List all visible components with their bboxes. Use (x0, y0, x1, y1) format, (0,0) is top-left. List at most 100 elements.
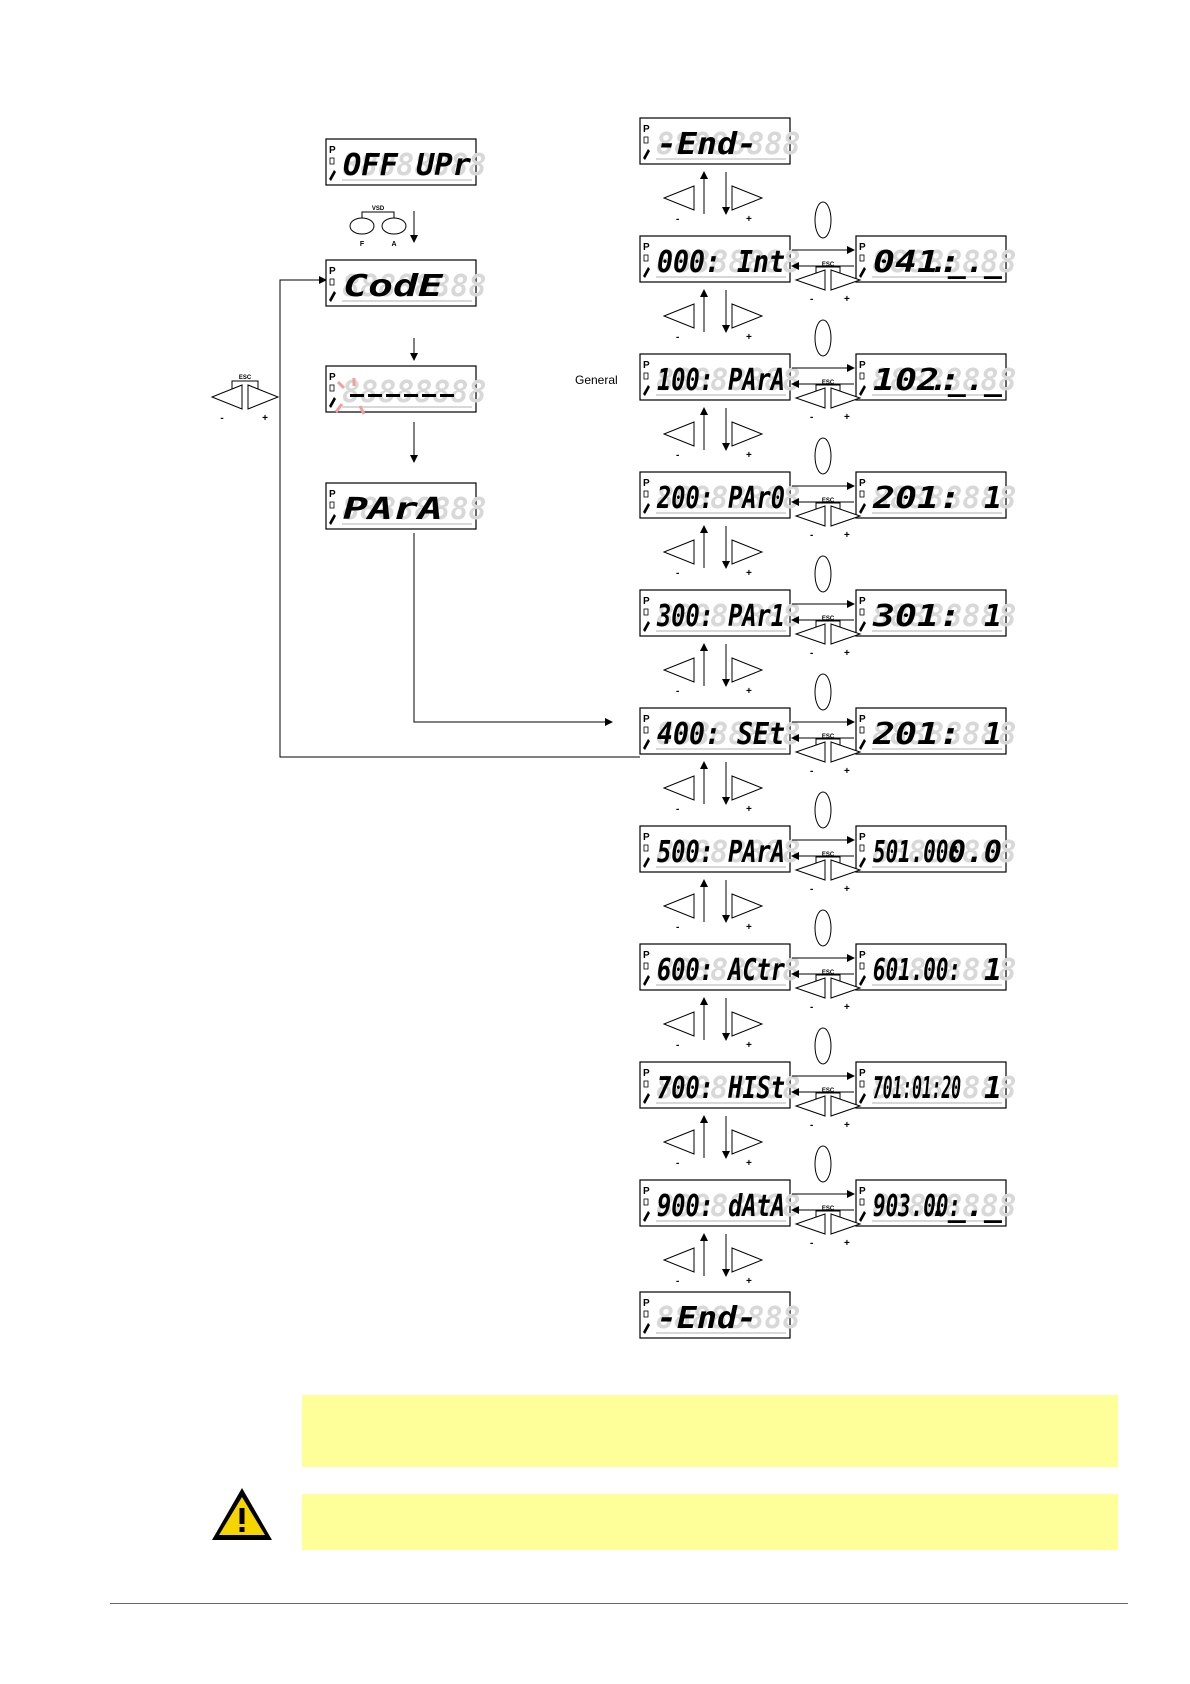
enter-key[interactable] (814, 201, 832, 239)
plus-label: + (746, 568, 752, 579)
enter-esc-link[interactable]: ESC-+ (791, 319, 862, 423)
plus-key[interactable] (731, 775, 764, 801)
plus-key[interactable] (731, 185, 764, 211)
nav-up-down[interactable]: -+ (662, 1115, 764, 1169)
footer-divider (110, 1603, 1128, 1604)
esc-minus-key[interactable] (794, 741, 826, 763)
plus-key[interactable] (731, 539, 764, 565)
lcd-value-tail: ._._ (930, 1189, 1003, 1224)
esc-plus-key[interactable] (830, 977, 862, 999)
nav-up-down[interactable]: -+ (662, 525, 764, 579)
display-p-indicator: P (643, 1186, 650, 1197)
minus-key[interactable] (662, 303, 695, 329)
plus-key[interactable] (731, 303, 764, 329)
nav-up-down[interactable]: -+ (662, 761, 764, 815)
plus-key[interactable] (731, 421, 764, 447)
esc-minus-key[interactable] (794, 977, 826, 999)
enter-esc-link[interactable]: ESC-+ (791, 201, 862, 305)
enter-key[interactable] (814, 319, 832, 357)
minus-key[interactable] (662, 539, 695, 565)
esc-plus-key[interactable] (830, 623, 862, 645)
minus-key[interactable] (662, 185, 695, 211)
minus-key[interactable] (662, 775, 695, 801)
enter-key[interactable] (814, 791, 832, 829)
display-p-indicator: P (859, 1186, 866, 1197)
plus-key[interactable] (731, 1011, 764, 1037)
esc-plus-key[interactable] (830, 1213, 862, 1235)
lcd-ghost-segments: 88888888 (656, 363, 801, 398)
display-p-indicator: P (859, 714, 866, 725)
lcd-value: 201: (872, 717, 961, 752)
nav-up-down[interactable]: -+ (662, 289, 764, 343)
enter-esc-link[interactable]: ESC-+ (791, 909, 862, 1013)
lcd-value: 201: (872, 481, 961, 516)
lock-icon (859, 254, 865, 262)
nav-up-down[interactable]: -+ (662, 879, 764, 933)
vsd-label: VSD (372, 206, 385, 212)
wrench-icon (329, 397, 336, 408)
enter-key[interactable] (814, 555, 832, 593)
enter-esc-link[interactable]: ESC-+ (791, 555, 862, 659)
enter-key[interactable] (814, 1145, 832, 1183)
esc-minus-key[interactable] (794, 623, 826, 645)
display-p-indicator: P (859, 478, 866, 489)
nav-up-down[interactable]: -+ (662, 997, 764, 1051)
minus-key-label: - (220, 413, 223, 424)
enter-esc-link[interactable]: ESC-+ (791, 1027, 862, 1131)
enter-key[interactable] (814, 1027, 832, 1065)
esc-key-group[interactable]: ESC - + (210, 375, 280, 424)
esc-plus-key[interactable] (830, 387, 862, 409)
minus-key[interactable] (662, 421, 695, 447)
vsd-key-group[interactable]: VSD F A (349, 206, 407, 248)
plus-key[interactable] (731, 1129, 764, 1155)
esc-label: ESC (822, 616, 835, 622)
enter-key[interactable] (814, 437, 832, 475)
minus-label: - (810, 1238, 813, 1249)
minus-key[interactable] (662, 1129, 695, 1155)
plus-key[interactable] (731, 1247, 764, 1273)
esc-label: ESC (822, 1206, 835, 1212)
esc-plus-key[interactable] (830, 269, 862, 291)
enter-esc-link[interactable]: ESC-+ (791, 437, 862, 541)
minus-key[interactable] (662, 1247, 695, 1273)
minus-key[interactable] (662, 893, 695, 919)
esc-plus-key[interactable] (830, 741, 862, 763)
lock-icon (643, 490, 649, 498)
enter-esc-link[interactable]: ESC-+ (791, 673, 862, 777)
nav-up-down[interactable]: -+ (662, 1233, 764, 1287)
lock-icon (859, 1198, 865, 1206)
plus-key[interactable] (731, 657, 764, 683)
nav-up-down[interactable]: -+ (662, 643, 764, 697)
nav-up-down[interactable]: -+ (662, 407, 764, 461)
enter-key[interactable] (814, 673, 832, 711)
esc-plus-key[interactable] (830, 859, 862, 881)
esc-minus-key[interactable] (794, 1213, 826, 1235)
esc-minus-key[interactable] (794, 859, 826, 881)
enter-key[interactable] (814, 909, 832, 947)
nav-up-down[interactable]: -+ (662, 171, 764, 225)
esc-plus-key[interactable] (830, 1095, 862, 1117)
esc-minus-key[interactable] (794, 1095, 826, 1117)
minus-label: - (676, 450, 679, 461)
enter-esc-link[interactable]: ESC-+ (791, 791, 862, 895)
esc-minus-key[interactable] (794, 505, 826, 527)
esc-minus-key[interactable] (794, 387, 826, 409)
minus-key[interactable] (662, 1011, 695, 1037)
minus-label: - (810, 294, 813, 305)
esc-minus-key[interactable] (794, 269, 826, 291)
plus-key[interactable] (731, 893, 764, 919)
lcd-ghost-segments: 88888888 (656, 127, 801, 162)
esc-plus-key[interactable] (830, 505, 862, 527)
enter-esc-link[interactable]: ESC-+ (791, 1145, 862, 1249)
lock-icon (329, 501, 335, 509)
minus-key[interactable] (662, 657, 695, 683)
